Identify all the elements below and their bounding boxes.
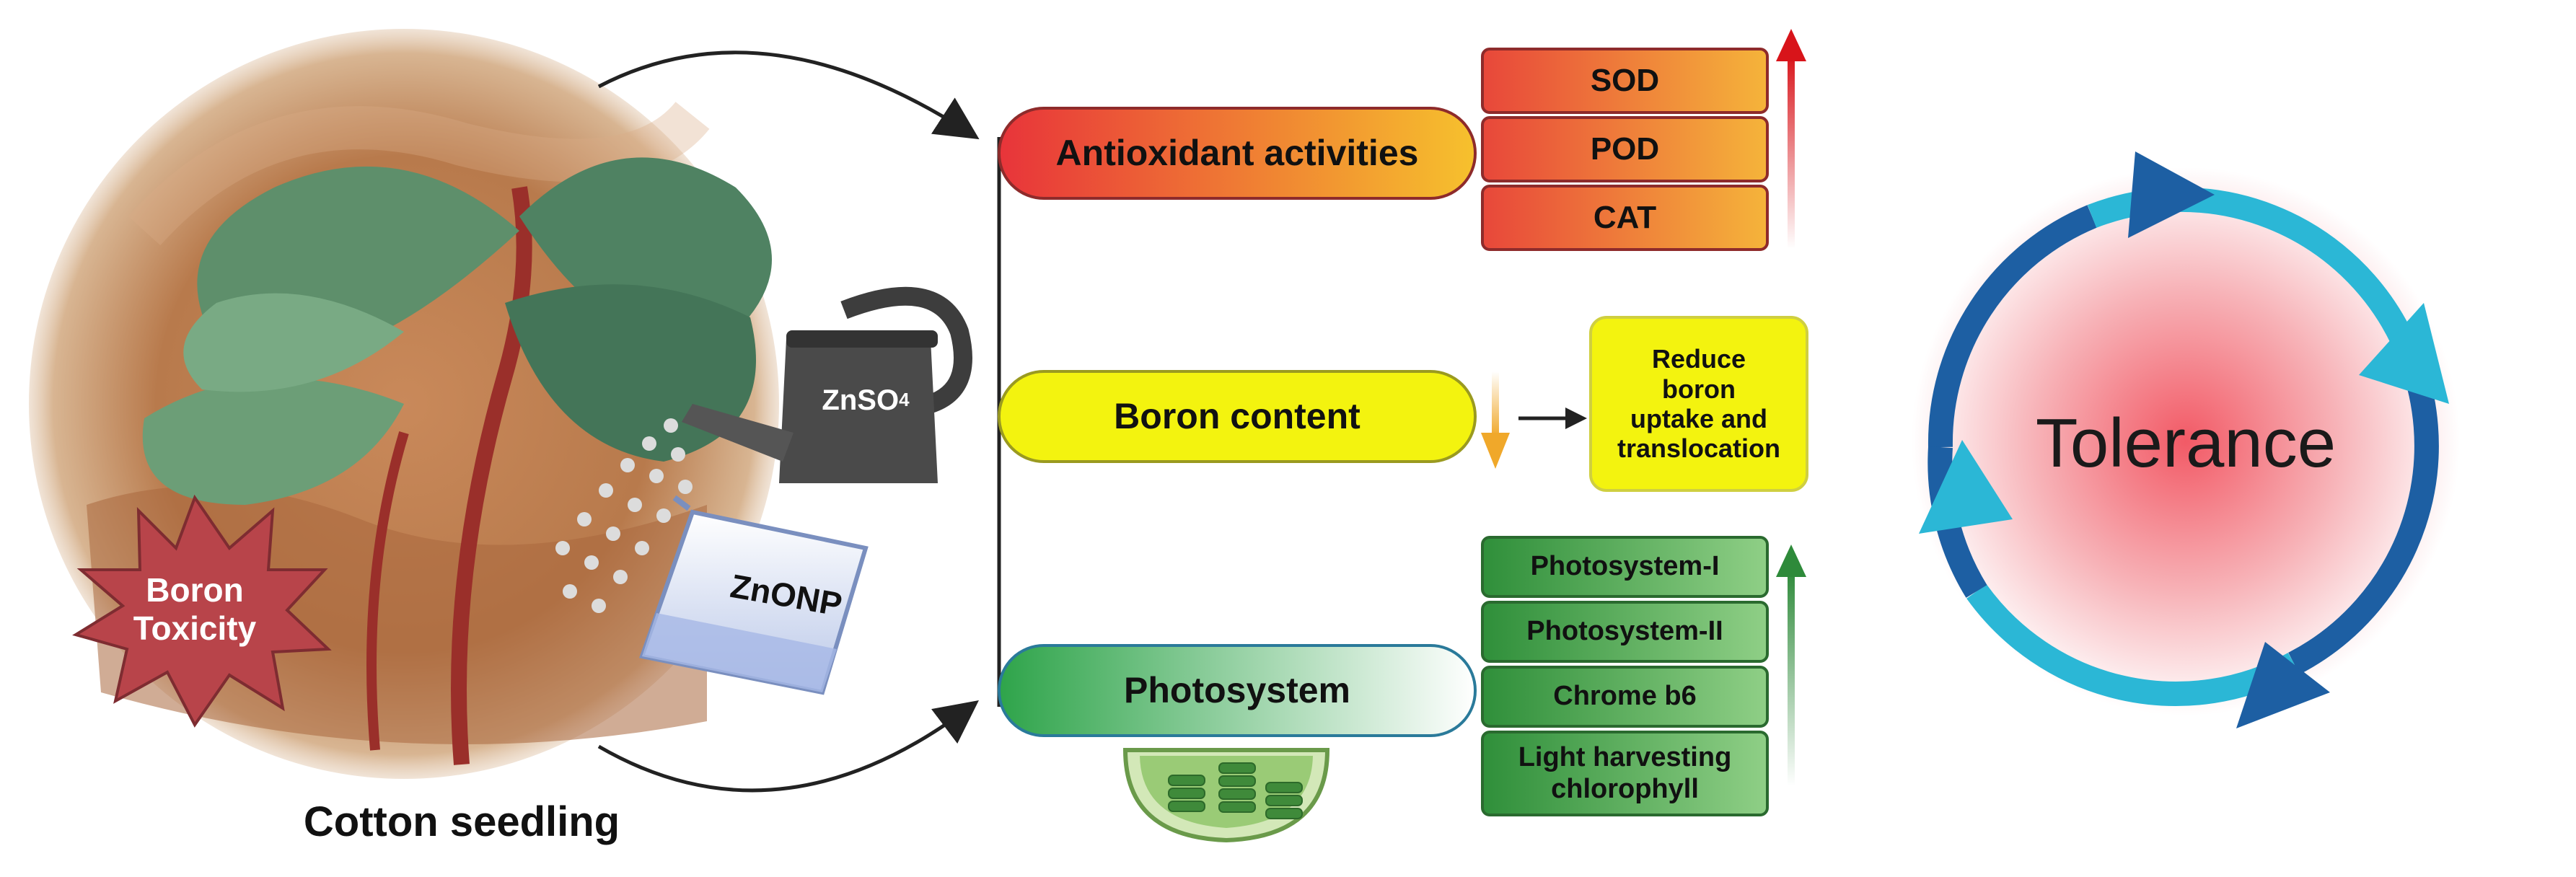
cat-box: [1481, 185, 1769, 251]
light-harvesting-box: [1481, 731, 1769, 816]
water-drops: [555, 418, 693, 613]
cycle-arrow-head: [2128, 151, 2215, 238]
chrome-b6-label: Chrome b6: [1553, 681, 1697, 712]
reduce-line-4: translocation: [1617, 433, 1781, 464]
reduce-boron-label: Reduce boron uptake and translocation: [1591, 317, 1807, 490]
cycle-arrow-head: [1919, 440, 2013, 534]
decrease-arrow-orange: [1481, 371, 1510, 469]
watering-can-text: ZnSO: [822, 384, 900, 416]
photosystem-pill: [998, 644, 1477, 737]
leaf-shape: [142, 378, 404, 505]
watering-can-subscript: 4: [899, 389, 910, 411]
increase-arrow-red: [1776, 29, 1806, 249]
reduce-line-1: Reduce: [1651, 344, 1746, 374]
reduce-line-2: boron: [1662, 374, 1736, 404]
leaf-shape: [519, 157, 772, 341]
boron-toxicity-line1: Boron: [146, 571, 244, 609]
arrow-to-reduce-box: [1518, 407, 1587, 429]
light-harvesting-label: Light harvesting chlorophyll: [1518, 741, 1732, 804]
photosystem-ii-box: [1481, 601, 1769, 663]
arrow-to-antioxidant: [597, 50, 980, 140]
photosystem-ii-label: Photosystem-II: [1526, 616, 1723, 647]
seedling-caption: Cotton seedling: [303, 798, 620, 845]
chrome-b6-box: [1481, 666, 1769, 728]
boron-label: Boron content: [1114, 395, 1360, 436]
sod-label: SOD: [1590, 62, 1660, 98]
pod-box: [1481, 116, 1769, 182]
antioxidant-label: Antioxidant activities: [1055, 132, 1419, 173]
increase-arrow-green: [1776, 545, 1806, 786]
cat-label: CAT: [1593, 199, 1657, 235]
boron-toxicity-badge: [72, 494, 332, 728]
photosystem-i-box: [1481, 536, 1769, 598]
reduce-line-3: uptake and: [1630, 404, 1768, 433]
photosystem-i-label: Photosystem-I: [1530, 551, 1720, 582]
sod-box: [1481, 48, 1769, 114]
chloroplast-icon: [1122, 748, 1330, 843]
arrow-to-photosystem: [597, 700, 979, 793]
leaf-shape: [183, 293, 404, 392]
beaker-icon: [639, 495, 869, 695]
boron-toxicity-line2: Toxicity: [133, 609, 257, 647]
watering-can-icon: [682, 286, 972, 483]
photosystem-label: Photosystem: [1124, 669, 1350, 710]
boron-toxicity-label: Boron Toxicity: [108, 555, 281, 664]
antioxidant-pill: [998, 107, 1477, 200]
tolerance-cycle: [1912, 151, 2460, 728]
cycle-arrow-head: [2236, 642, 2330, 728]
pod-label: POD: [1590, 131, 1660, 167]
cycle-arrow-head: [2359, 303, 2449, 404]
tolerance-label: Tolerance: [2035, 404, 2337, 482]
boron-pill: [998, 370, 1477, 463]
reduce-boron-box: [1589, 316, 1808, 492]
